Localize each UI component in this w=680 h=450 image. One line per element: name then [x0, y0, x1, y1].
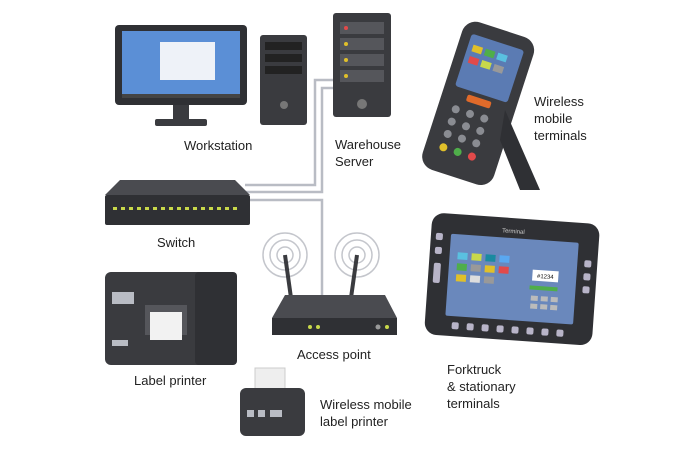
network-switch — [105, 180, 250, 225]
workstation-monitor — [115, 25, 247, 126]
label-forktruck-line2: & stationary — [447, 379, 516, 394]
cables — [245, 78, 335, 300]
wireless-mobile-terminal — [422, 21, 535, 186]
label-server-line2: Server — [335, 154, 374, 169]
ticket-number: #1234 — [537, 274, 555, 281]
terminal-grip — [500, 110, 540, 190]
label-mobile-printer-line1: Wireless mobile — [320, 397, 412, 412]
label-printer — [105, 272, 237, 365]
label-forktruck-line1: Forktruck — [447, 362, 502, 377]
label-mobile-line3: terminals — [534, 128, 587, 143]
label-access-point: Access point — [297, 347, 371, 362]
label-mobile-line2: mobile — [534, 111, 573, 126]
warehouse-server — [333, 13, 391, 117]
forktruck-terminal: Terminal #1234 — [424, 213, 600, 346]
terminal-title: Terminal — [502, 228, 525, 236]
access-point — [262, 232, 397, 335]
workstation-tower — [260, 35, 307, 125]
label-mobile-line1: Wireless — [534, 94, 584, 109]
label-workstation: Workstation — [184, 138, 253, 153]
label-switch: Switch — [157, 235, 196, 250]
label-forktruck-line3: terminals — [447, 396, 500, 411]
label-server-line1: Warehouse — [335, 137, 401, 152]
wireless-mobile-label-printer — [240, 367, 305, 436]
label-label-printer: Label printer — [134, 373, 207, 388]
label-mobile-printer-line2: label printer — [320, 414, 388, 429]
